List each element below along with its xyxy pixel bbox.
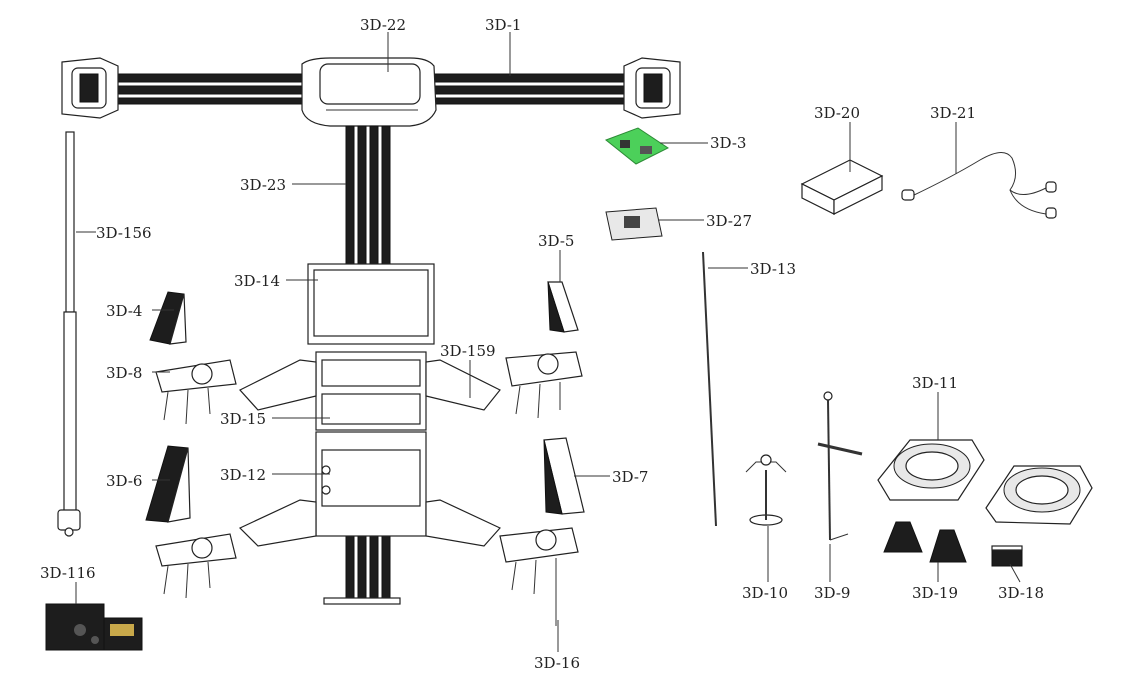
label-3d-18: 3D-18 — [998, 584, 1044, 602]
label-3d-27: 3D-27 — [706, 212, 752, 230]
center-head-part — [301, 57, 437, 127]
label-3d-16: 3D-16 — [534, 654, 580, 672]
clamp-lower-right-part — [499, 527, 579, 626]
label-3d-20: 3D-20 — [814, 104, 860, 122]
wheel-chock-part — [883, 521, 967, 563]
label-3d-21: 3D-21 — [930, 104, 976, 122]
target-4-part — [149, 291, 187, 345]
label-3d-7: 3D-7 — [612, 468, 648, 486]
label-3d-5: 3D-5 — [538, 232, 574, 250]
label-3d-19: 3D-19 — [912, 584, 958, 602]
cabinet-lower-part — [238, 431, 501, 547]
label-3d-23: 3D-23 — [240, 176, 286, 194]
label-3d-10: 3D-10 — [742, 584, 788, 602]
label-3d-11: 3D-11 — [912, 374, 958, 392]
steering-tool-part — [817, 391, 863, 541]
cabinet-upper-part — [239, 351, 501, 431]
circuit-board-part — [605, 127, 669, 165]
label-3d-14: 3D-14 — [234, 272, 280, 290]
leader-lines — [75, 32, 1021, 652]
label-3d-22: 3D-22 — [360, 16, 406, 34]
board-27-part — [605, 207, 663, 241]
label-3d-116: 3D-116 — [40, 564, 96, 582]
pole-part — [57, 131, 81, 537]
label-3d-156: 3D-156 — [96, 224, 152, 242]
block-part — [991, 545, 1023, 567]
label-3d-15: 3D-15 — [220, 410, 266, 428]
label-3d-9: 3D-9 — [814, 584, 850, 602]
label-3d-1: 3D-1 — [485, 16, 521, 34]
clamp-upper-left-part — [155, 359, 237, 425]
label-3d-4: 3D-4 — [106, 302, 142, 320]
rod-part — [702, 251, 717, 527]
cable-part — [901, 152, 1057, 219]
target-5-part — [547, 281, 579, 333]
label-3d-12: 3D-12 — [220, 466, 266, 484]
power-supply-part — [800, 159, 884, 215]
stand-part — [745, 454, 787, 526]
label-3d-3: 3D-3 — [710, 134, 746, 152]
label-3d-159: 3D-159 — [440, 342, 496, 360]
turntable-right-part — [985, 465, 1093, 525]
target-7-part — [543, 437, 585, 515]
monitor-part — [307, 263, 435, 345]
target-6-part — [145, 445, 191, 523]
control-box-part — [45, 603, 143, 651]
turntable-left-part — [877, 439, 985, 501]
label-3d-13: 3D-13 — [750, 260, 796, 278]
clamp-lower-left-part — [155, 533, 237, 599]
clamp-upper-right-part — [505, 351, 583, 419]
label-3d-8: 3D-8 — [106, 364, 142, 382]
part-labels: 3D-1 3D-22 3D-23 3D-156 3D-3 3D-20 3D-21… — [40, 16, 1044, 672]
label-3d-6: 3D-6 — [106, 472, 142, 490]
